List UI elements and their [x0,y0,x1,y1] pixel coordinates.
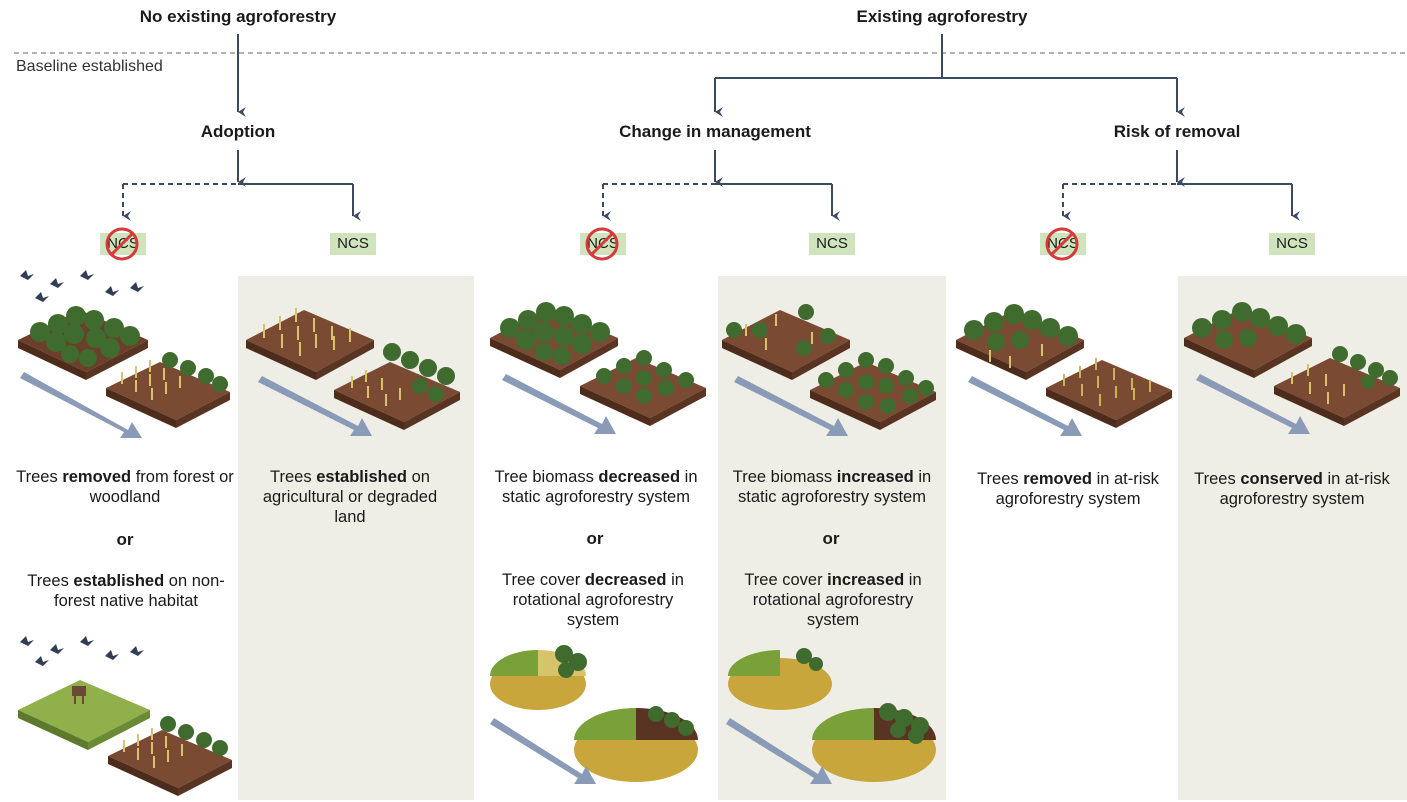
description-col4-b: Tree cover increased in rotational agrof… [744,571,922,629]
ncs-badge-removal: NCS [1269,233,1315,255]
panel-removal-ncs [1178,276,1407,800]
ncs-badge-adoption: NCS [330,233,376,255]
description-col1-a: Trees removed from forest or woodland [16,468,234,506]
prohibited-icon [585,227,619,261]
trees-removed-illustration [956,304,1172,436]
biomass-increase-illustration [722,304,936,436]
prohibited-icon [1045,227,1079,261]
or-label-col1: or [116,530,134,549]
description-col1-b: Trees established on non-forest native h… [27,572,225,610]
forest-to-crop-illustration [18,270,230,438]
adoption-label: Adoption [200,122,276,141]
native-habitat-illustration [18,636,232,796]
bird-icons [20,270,144,302]
change-in-management-label: Change in management [619,122,811,141]
description-col4-a: Tree biomass increased in static agrofor… [732,468,932,506]
not-ncs-badge-management: NCS [580,227,626,261]
trees-conserved-illustration [1184,302,1400,434]
bird-icons [20,636,144,666]
not-ncs-badge-adoption: NCS [100,227,146,261]
existing-agroforestry-label: Existing agroforestry [856,7,1028,26]
description-col3-a: Tree biomass decreased in static agrofor… [494,468,698,506]
rotational-increase-illustration [726,648,936,784]
rotational-decrease-illustration [490,645,698,784]
biomass-decrease-illustration [490,302,706,434]
description-col6: Trees conserved in at-risk agroforestry … [1194,470,1390,508]
baseline-established-label: Baseline established [16,58,163,75]
ncs-badge-management: NCS [809,233,855,255]
risk-of-removal-label: Risk of removal [1113,122,1241,141]
prohibited-icon [105,227,139,261]
description-col5: Trees removed in at-risk agroforestry sy… [977,470,1159,508]
or-label-col4: or [822,529,840,548]
description-col3-b: Tree cover decreased in rotational agrof… [502,571,684,629]
crop-to-agroforestry-illustration [246,308,460,436]
no-existing-agroforestry-label: No existing agroforestry [139,7,337,26]
description-col2: Trees established on agricultural or deg… [262,468,438,526]
not-ncs-badge-removal: NCS [1040,227,1086,261]
or-label-col3: or [586,529,604,548]
